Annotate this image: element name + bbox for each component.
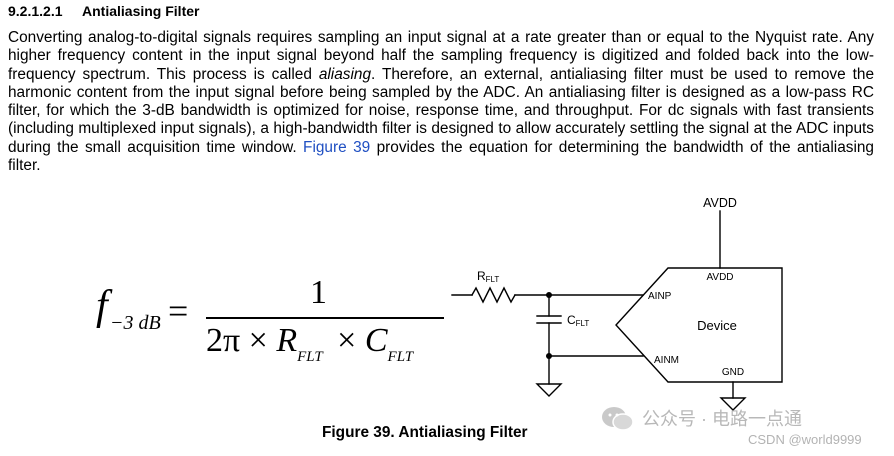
section-title: Antialiasing Filter xyxy=(82,3,200,19)
watermark-csdn: CSDN @world9999 xyxy=(748,432,862,447)
rflt-label: RFLT xyxy=(477,269,499,284)
body-text-2: . Therefore, an external, antialiasing f… xyxy=(8,65,875,156)
resistor-rflt xyxy=(471,286,516,304)
antialiasing-circuit: AVDD RFLT CFLT AINP AINM AVDD GND Device xyxy=(451,196,783,411)
wechat-icon xyxy=(602,407,634,431)
device-block xyxy=(615,267,783,383)
figure-link[interactable]: Figure 39 xyxy=(303,138,371,156)
formula-den-prefix: 2π × xyxy=(206,322,277,359)
formula-r: R xyxy=(276,322,298,359)
body-paragraph: Converting analog-to-digital signals req… xyxy=(8,29,874,175)
body-text-1: Converting analog-to-digital signals req… xyxy=(8,29,874,83)
formula-lhs: f xyxy=(96,283,108,329)
ground-right-icon xyxy=(719,397,747,411)
formula-lhs-subscript: −3 dB xyxy=(110,312,161,334)
figure-caption: Figure 39. Antialiasing Filter xyxy=(322,424,528,441)
pin-ainp-label: AINP xyxy=(648,291,672,302)
watermark-channel: 公众号 · 电路一点通 xyxy=(642,409,802,429)
device-label: Device xyxy=(697,318,737,333)
body-text-3: provides the equation for determining th… xyxy=(8,138,874,175)
formula-denominator: 2π × RFLT × CFLT xyxy=(206,322,419,366)
cflt-label: CFLT xyxy=(567,313,589,328)
pin-ainm-label: AINM xyxy=(654,355,679,366)
ground-left-icon xyxy=(535,383,563,397)
formula-numerator: 1 xyxy=(310,274,327,311)
formula-c: C xyxy=(364,322,388,359)
formula-fraction-bar xyxy=(206,317,444,319)
formula-equals: = xyxy=(168,291,189,331)
body-emphasis: aliasing xyxy=(318,65,372,83)
pin-gnd-label: GND xyxy=(722,367,744,378)
pin-avdd-label: AVDD xyxy=(706,272,733,283)
section-number: 9.2.1.2.1 xyxy=(8,3,63,19)
section-heading: 9.2.1.2.1 Antialiasing Filter xyxy=(8,3,199,19)
formula-c-subscript: FLT xyxy=(387,349,414,365)
formula-times: × xyxy=(328,322,365,359)
junction-dot-top xyxy=(546,292,552,298)
bandwidth-formula: f −3 dB = 1 2π × RFLT × CFLT xyxy=(96,272,446,372)
formula-r-subscript: FLT xyxy=(297,349,323,365)
junction-dot-bottom xyxy=(546,353,552,359)
avdd-supply-label: AVDD xyxy=(703,196,737,210)
